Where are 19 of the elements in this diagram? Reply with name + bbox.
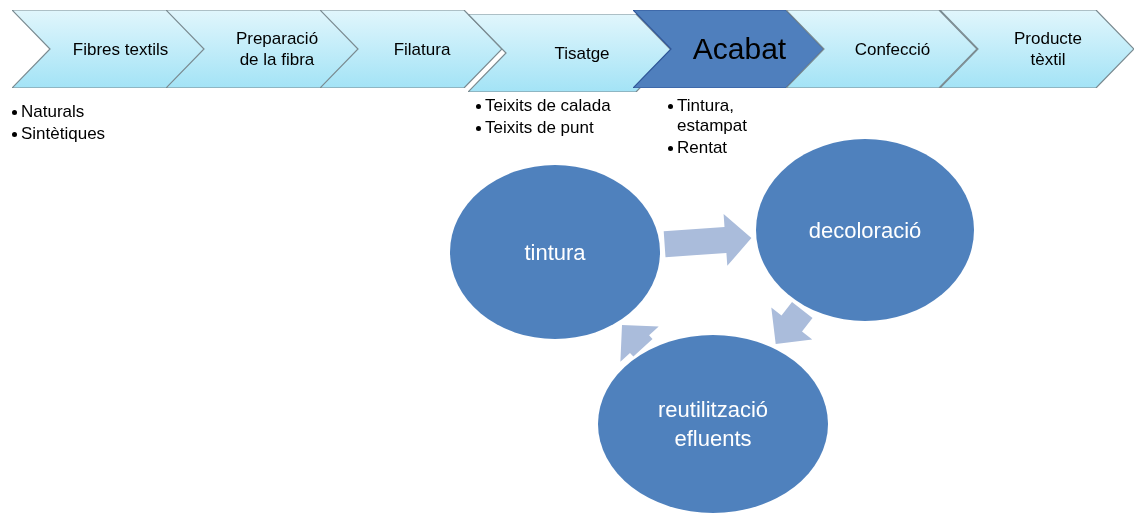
step-label: Preparació de la fibra	[234, 28, 320, 70]
block-arrow	[620, 324, 659, 362]
block-arrow	[771, 302, 813, 344]
bullet-text: Teixits de calada	[485, 96, 611, 116]
step-label: Producte tèxtil	[1012, 28, 1083, 70]
bullet-text: Naturals	[21, 102, 85, 122]
step-label: Confecció	[854, 38, 931, 60]
step-label: Fibres textils	[72, 38, 169, 60]
circle-label: decoloració	[808, 216, 922, 245]
step-label: Filatura	[393, 38, 451, 60]
bullet-text: Sintètiques	[21, 124, 106, 144]
bullet-text: Teixits de punt	[485, 118, 594, 138]
bullet-text: Tintura, estampat	[677, 96, 748, 136]
step-label: Tisatge	[554, 42, 610, 64]
circle-label: reutilització efluents	[656, 396, 769, 453]
bullet-text: Rentat	[677, 138, 728, 158]
step-label: Acabat	[692, 32, 787, 66]
circle-label: tintura	[524, 238, 586, 267]
block-arrow	[663, 214, 752, 266]
